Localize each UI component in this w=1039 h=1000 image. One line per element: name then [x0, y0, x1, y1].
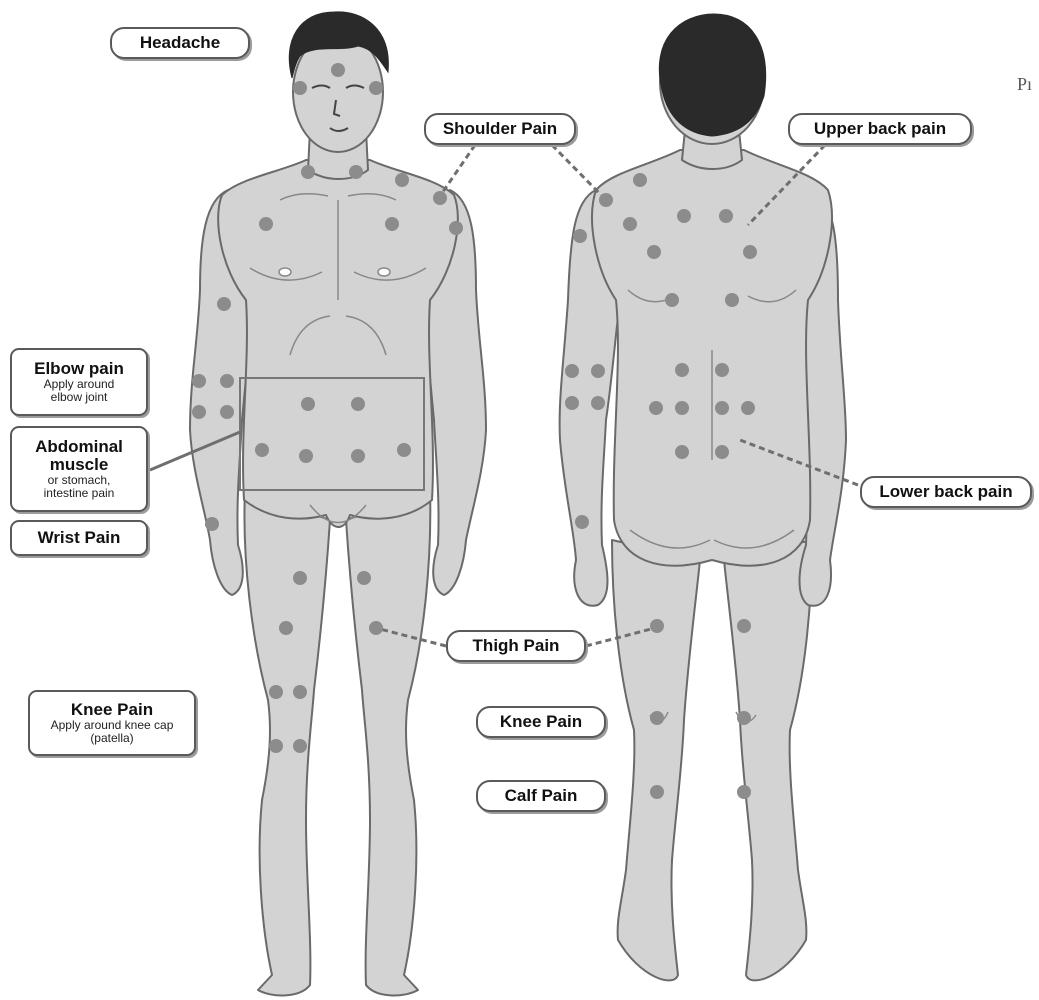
- treatment-point: [269, 685, 283, 699]
- treatment-point: [217, 297, 231, 311]
- wrist-pain-label: Wrist Pain: [10, 520, 148, 556]
- shoulder-leader-front: [440, 145, 475, 196]
- treatment-point: [449, 221, 463, 235]
- treatment-point: [255, 443, 269, 457]
- treatment-point: [293, 81, 307, 95]
- treatment-point: [395, 173, 409, 187]
- treatment-point: [385, 217, 399, 231]
- treatment-point: [293, 739, 307, 753]
- treatment-point: [293, 571, 307, 585]
- abdominal-muscle-label-sub: or stomach, intestine pain: [29, 474, 129, 500]
- treatment-point: [650, 619, 664, 633]
- treatment-point: [741, 401, 755, 415]
- treatment-point: [192, 374, 206, 388]
- treatment-point: [565, 396, 579, 410]
- treatment-point: [715, 363, 729, 377]
- treatment-point: [565, 364, 579, 378]
- treatment-point: [369, 621, 383, 635]
- treatment-point: [192, 405, 206, 419]
- treatment-point: [737, 619, 751, 633]
- treatment-point: [269, 739, 283, 753]
- knee-pain-front-label-title: Knee Pain: [71, 701, 153, 719]
- treatment-point: [675, 363, 689, 377]
- treatment-point: [743, 245, 757, 259]
- shoulder-leader-back: [552, 145, 604, 198]
- treatment-point: [301, 165, 315, 179]
- treatment-point: [331, 63, 345, 77]
- treatment-point: [369, 81, 383, 95]
- treatment-point: [357, 571, 371, 585]
- thigh-pain-label-title: Thigh Pain: [473, 637, 560, 655]
- elbow-pain-label: Elbow pain Apply around elbow joint: [10, 348, 148, 416]
- treatment-point: [737, 785, 751, 799]
- abdominal-muscle-label-title: Abdominal muscle: [24, 438, 134, 474]
- back-left-leg: [612, 540, 700, 980]
- headache-label-title: Headache: [140, 34, 220, 52]
- treatment-point: [575, 515, 589, 529]
- headache-label: Headache: [110, 27, 250, 59]
- shoulder-pain-label-title: Shoulder Pain: [443, 120, 557, 138]
- shoulder-pain-label: Shoulder Pain: [424, 113, 576, 145]
- treatment-point: [351, 397, 365, 411]
- treatment-point: [220, 374, 234, 388]
- front-left-leg: [244, 490, 330, 995]
- thigh-pain-label: Thigh Pain: [446, 630, 586, 662]
- elbow-pain-label-sub: Apply around elbow joint: [31, 378, 127, 404]
- treatment-point: [737, 711, 751, 725]
- upper-back-pain-label-title: Upper back pain: [814, 120, 946, 138]
- knee-pain-front-label-sub: Apply around knee cap (patella): [47, 719, 177, 745]
- treatment-point: [433, 191, 447, 205]
- lower-back-pain-label-title: Lower back pain: [879, 483, 1012, 501]
- treatment-point: [623, 217, 637, 231]
- knee-pain-front-label: Knee Pain Apply around knee cap (patella…: [28, 690, 196, 756]
- treatment-point: [677, 209, 691, 223]
- treatment-point: [397, 443, 411, 457]
- treatment-point: [675, 401, 689, 415]
- front-figure: [190, 32, 486, 995]
- treatment-point: [665, 293, 679, 307]
- treatment-point: [633, 173, 647, 187]
- knee-pain-back-label: Knee Pain: [476, 706, 606, 738]
- treatment-point: [351, 449, 365, 463]
- treatment-point: [573, 229, 587, 243]
- treatment-point: [301, 397, 315, 411]
- back-hair: [659, 14, 765, 136]
- treatment-point: [650, 785, 664, 799]
- treatment-point: [299, 449, 313, 463]
- treatment-point: [349, 165, 363, 179]
- treatment-point: [675, 445, 689, 459]
- wrist-pain-label-title: Wrist Pain: [38, 529, 121, 547]
- elbow-pain-label-title: Elbow pain: [34, 360, 124, 378]
- treatment-point: [715, 445, 729, 459]
- treatment-point: [293, 685, 307, 699]
- treatment-point: [719, 209, 733, 223]
- treatment-point: [279, 621, 293, 635]
- treatment-point: [647, 245, 661, 259]
- treatment-point: [259, 217, 273, 231]
- treatment-point: [220, 405, 234, 419]
- treatment-point: [725, 293, 739, 307]
- treatment-point: [591, 396, 605, 410]
- treatment-point: [205, 517, 219, 531]
- back-figure: [560, 20, 846, 980]
- treatment-point: [715, 401, 729, 415]
- front-right-leg: [346, 490, 430, 995]
- treatment-point: [599, 193, 613, 207]
- cropped-text: Pı: [1017, 74, 1032, 95]
- calf-pain-label-title: Calf Pain: [505, 787, 578, 805]
- treatment-point: [649, 401, 663, 415]
- lower-back-pain-label: Lower back pain: [860, 476, 1032, 508]
- back-right-leg: [724, 540, 812, 980]
- abdominal-muscle-label: Abdominal muscle or stomach, intestine p…: [10, 426, 148, 512]
- upper-back-pain-label: Upper back pain: [788, 113, 972, 145]
- treatment-point: [650, 711, 664, 725]
- calf-pain-label: Calf Pain: [476, 780, 606, 812]
- knee-pain-back-label-title: Knee Pain: [500, 713, 582, 731]
- treatment-point: [591, 364, 605, 378]
